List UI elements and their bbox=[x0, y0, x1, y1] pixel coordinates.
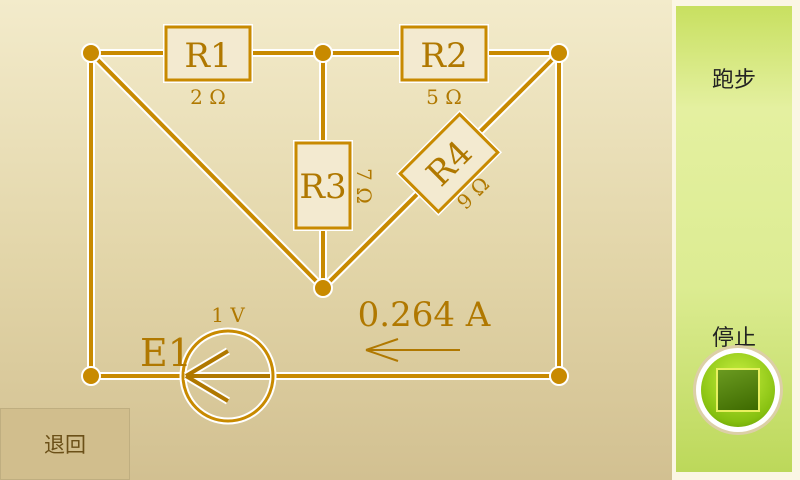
source-e1[interactable] bbox=[179, 327, 277, 425]
r3-value: 7 Ω bbox=[352, 168, 376, 204]
e1-label: E1 bbox=[140, 331, 192, 375]
current-arrow-icon bbox=[365, 338, 460, 362]
stop-button-face bbox=[701, 353, 775, 427]
r1-label: R1 bbox=[184, 36, 231, 76]
circuit-diagram: R1 2 Ω R2 5 Ω R3 7 Ω R4 9 Ω E1 1 V 0.264… bbox=[81, 24, 569, 425]
mode-label: 跑步 bbox=[711, 68, 756, 93]
resistor-r4[interactable]: R4 bbox=[395, 109, 503, 217]
resistor-r3[interactable]: R3 bbox=[293, 140, 353, 231]
side-panel: 跑步 停止 bbox=[672, 0, 800, 480]
stop-button[interactable] bbox=[696, 348, 780, 432]
stop-label: 停止 bbox=[711, 326, 756, 351]
back-button[interactable]: 退回 bbox=[0, 408, 130, 480]
resistor-r2[interactable]: R2 bbox=[399, 24, 489, 83]
circuit-canvas: R1 2 Ω R2 5 Ω R3 7 Ω R4 9 Ω E1 1 V 0.264… bbox=[0, 0, 672, 480]
resistor-r1[interactable]: R1 bbox=[163, 24, 253, 83]
stop-icon bbox=[716, 368, 760, 412]
r1-value: 2 Ω bbox=[190, 85, 226, 109]
nodes bbox=[81, 43, 569, 386]
r3-label: R3 bbox=[299, 167, 346, 207]
e1-value: 1 V bbox=[211, 303, 245, 327]
control-panel: 跑步 停止 bbox=[676, 6, 792, 472]
r2-value: 5 Ω bbox=[426, 85, 462, 109]
r2-label: R2 bbox=[420, 36, 467, 76]
current-reading: 0.264 A bbox=[358, 295, 491, 335]
